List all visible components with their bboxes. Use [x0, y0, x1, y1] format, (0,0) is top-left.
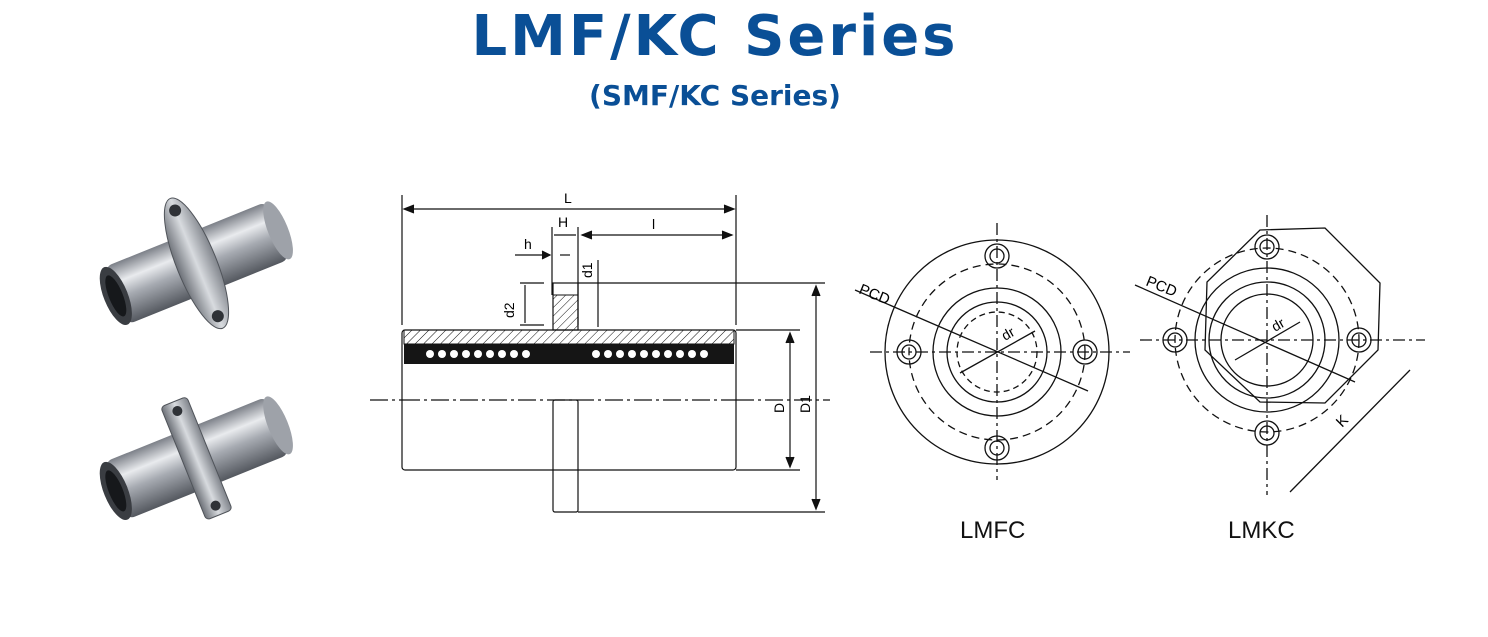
- square-k-label: K: [1333, 412, 1352, 431]
- round-dr-label: dr: [999, 323, 1018, 343]
- dim-d1-label: d1: [579, 262, 595, 278]
- page-title: LMF/KC Series: [471, 4, 959, 69]
- dim-H-label: H: [558, 214, 568, 230]
- round-pcd-label: PCD: [857, 281, 893, 309]
- side-section-drawing: L H l h d1 d2 D D1: [370, 190, 830, 513]
- round-caption: LMFC: [960, 517, 1026, 544]
- page-subtitle: (SMF/KC Series): [589, 79, 841, 112]
- dim-D1-label: D1: [797, 395, 813, 413]
- round-flange-bearing-image: [99, 197, 293, 330]
- square-flange-bearing-image: [99, 396, 293, 521]
- dim-d2-label: d2: [501, 302, 517, 318]
- round-flange-front-view: PCD dr: [854, 223, 1130, 480]
- dim-L-label: L: [564, 190, 572, 206]
- dim-h-label: h: [524, 236, 532, 252]
- dim-l-label: l: [652, 216, 655, 232]
- square-flange-front-view: PCD dr K: [1134, 215, 1425, 495]
- dim-D-label: D: [771, 403, 787, 413]
- square-caption: LMKC: [1228, 517, 1295, 544]
